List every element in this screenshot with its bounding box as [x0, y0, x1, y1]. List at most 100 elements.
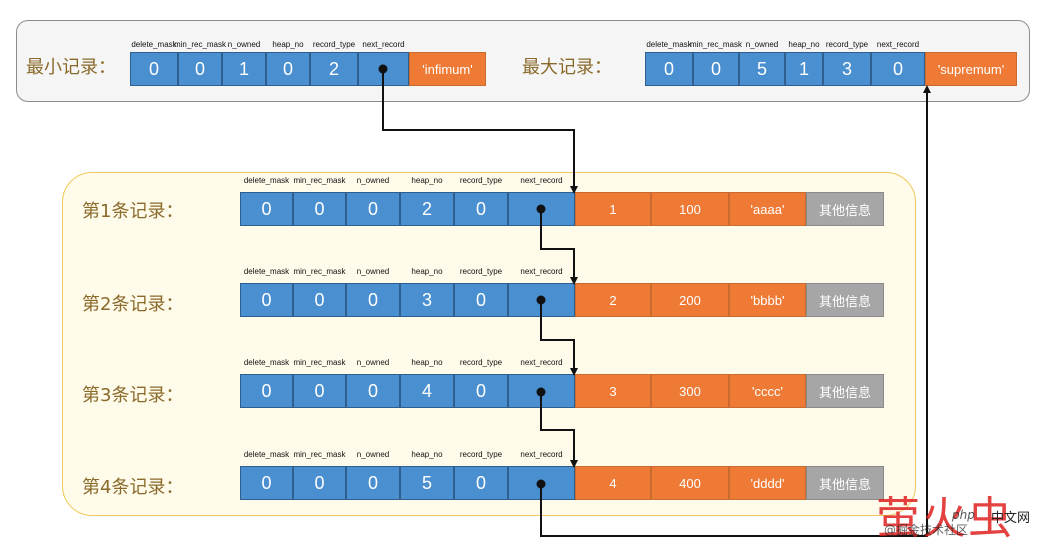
record-1-header-n-owned: n_owned	[356, 176, 390, 185]
record-4-to-supremum-link	[540, 85, 931, 537]
record-3-min-rec-mask-cell: 0	[293, 374, 346, 408]
record-4-header-record-type: record_type	[459, 450, 503, 459]
watermark-brand: 萤火虫	[876, 493, 1014, 544]
infimum-label: 最小记录：	[26, 57, 116, 78]
record-1-record-type-cell: 0	[454, 192, 508, 226]
supremum-heap-no-cell: 1	[785, 52, 823, 86]
record-2-header-record-type: record_type	[459, 267, 503, 276]
infimum-header-heap-no: heap_no	[272, 40, 304, 49]
supremum-next-record-cell: 0	[871, 52, 925, 86]
supremum-header-delete-mask: delete_mask	[646, 40, 692, 49]
record-1-header-delete-mask: delete_mask	[243, 176, 290, 185]
record-4-other-info-cell: 其他信息	[806, 466, 884, 500]
record-1-data-cell-3: 'aaaa'	[729, 192, 806, 226]
supremum-data-cell: 'supremum'	[925, 52, 1017, 86]
record-1-delete-mask-cell: 0	[240, 192, 293, 226]
record-2-header-min-rec-mask: min_rec_mask	[293, 267, 346, 276]
record-3-other-info-cell: 其他信息	[806, 374, 884, 408]
record-1-to-record-2-link	[540, 209, 578, 285]
record-2-heap-no-cell: 3	[400, 283, 454, 317]
record-3-header-min-rec-mask: min_rec_mask	[293, 358, 346, 367]
watermark-php: php	[952, 508, 975, 522]
infimum-header-record-type: record_type	[312, 40, 356, 49]
record-1-data-cell-1: 1	[575, 192, 651, 226]
infimum-n-owned-cell: 1	[222, 52, 266, 86]
record-2-record-type-cell: 0	[454, 283, 508, 317]
record-2-other-info-cell: 其他信息	[806, 283, 884, 317]
record-4-record-type-cell: 0	[454, 466, 508, 500]
record-4-n-owned-cell: 0	[346, 466, 400, 500]
record-4-min-rec-mask-cell: 0	[293, 466, 346, 500]
record-1-other-info-cell: 其他信息	[806, 192, 884, 226]
infimum-data-cell: 'infimum'	[409, 52, 486, 86]
record-1-min-rec-mask-cell: 0	[293, 192, 346, 226]
supremum-header-next-record: next_record	[876, 40, 920, 49]
supremum-label: 最大记录：	[522, 57, 612, 78]
record-1-heap-no-cell: 2	[400, 192, 454, 226]
supremum-header-n-owned: n_owned	[745, 40, 779, 49]
supremum-header-min-rec-mask: min_rec_mask	[689, 40, 742, 49]
record-2-n-owned-cell: 0	[346, 283, 400, 317]
record-4-data-cell-1: 4	[575, 466, 651, 500]
record-3-header-next-record: next_record	[520, 358, 563, 367]
infimum-next-dot	[378, 64, 388, 74]
record-4-data-cell-3: 'dddd'	[729, 466, 806, 500]
record-3-header-heap-no: heap_no	[411, 358, 443, 367]
infimum-min-rec-mask-cell: 0	[178, 52, 222, 86]
record-2-label: 第2条记录：	[82, 294, 184, 315]
record-4-heap-no-cell: 5	[400, 466, 454, 500]
record-3-header-n-owned: n_owned	[356, 358, 390, 367]
supremum-delete-mask-cell: 0	[645, 52, 693, 86]
infimum-header-n-owned: n_owned	[227, 40, 261, 49]
record-3-to-record-4-link	[540, 392, 578, 468]
supremum-record-type-cell: 3	[823, 52, 871, 86]
record-1-label: 第1条记录：	[82, 201, 184, 222]
infimum-to-record-1-link	[382, 69, 578, 194]
record-2-header-n-owned: n_owned	[356, 267, 390, 276]
record-1-header-next-record: next_record	[520, 176, 563, 185]
record-3-heap-no-cell: 4	[400, 374, 454, 408]
infimum-heap-no-cell: 0	[266, 52, 310, 86]
record-3-record-type-cell: 0	[454, 374, 508, 408]
record-3-header-record-type: record_type	[459, 358, 503, 367]
user-records-container	[62, 172, 916, 516]
record-2-data-cell-1: 2	[575, 283, 651, 317]
record-4-label: 第4条记录：	[82, 477, 184, 498]
infimum-header-next-record: next_record	[362, 40, 405, 49]
record-1-header-record-type: record_type	[459, 176, 503, 185]
record-1-data-cell-2: 100	[651, 192, 729, 226]
record-2-header-next-record: next_record	[520, 267, 563, 276]
infimum-record-type-cell: 2	[310, 52, 358, 86]
record-1-header-min-rec-mask: min_rec_mask	[293, 176, 346, 185]
record-2-data-cell-3: 'bbbb'	[729, 283, 806, 317]
record-4-header-min-rec-mask: min_rec_mask	[293, 450, 346, 459]
record-1-header-heap-no: heap_no	[411, 176, 443, 185]
record-1-n-owned-cell: 0	[346, 192, 400, 226]
record-4-header-delete-mask: delete_mask	[243, 450, 290, 459]
record-2-data-cell-2: 200	[651, 283, 729, 317]
supremum-header-heap-no: heap_no	[788, 40, 820, 49]
infimum-header-min-rec-mask: min_rec_mask	[173, 40, 226, 49]
record-2-delete-mask-cell: 0	[240, 283, 293, 317]
record-4-delete-mask-cell: 0	[240, 466, 293, 500]
watermark-cn: 中文网	[991, 511, 1031, 526]
record-3-data-cell-1: 3	[575, 374, 651, 408]
record-2-to-record-3-link	[540, 300, 578, 376]
record-4-next-dot	[536, 479, 546, 489]
record-2-next-dot	[536, 295, 546, 305]
record-2-min-rec-mask-cell: 0	[293, 283, 346, 317]
record-2-header-delete-mask: delete_mask	[243, 267, 290, 276]
record-3-n-owned-cell: 0	[346, 374, 400, 408]
record-3-delete-mask-cell: 0	[240, 374, 293, 408]
record-4-header-heap-no: heap_no	[411, 450, 443, 459]
watermark-site: @掘金技术社区	[884, 523, 969, 537]
record-3-header-delete-mask: delete_mask	[243, 358, 290, 367]
record-4-data-cell-2: 400	[651, 466, 729, 500]
supremum-min-rec-mask-cell: 0	[693, 52, 739, 86]
infimum-delete-mask-cell: 0	[130, 52, 178, 86]
infimum-header-delete-mask: delete_mask	[131, 40, 177, 49]
record-3-label: 第3条记录：	[82, 385, 184, 406]
record-4-header-next-record: next_record	[520, 450, 563, 459]
record-2-header-heap-no: heap_no	[411, 267, 443, 276]
